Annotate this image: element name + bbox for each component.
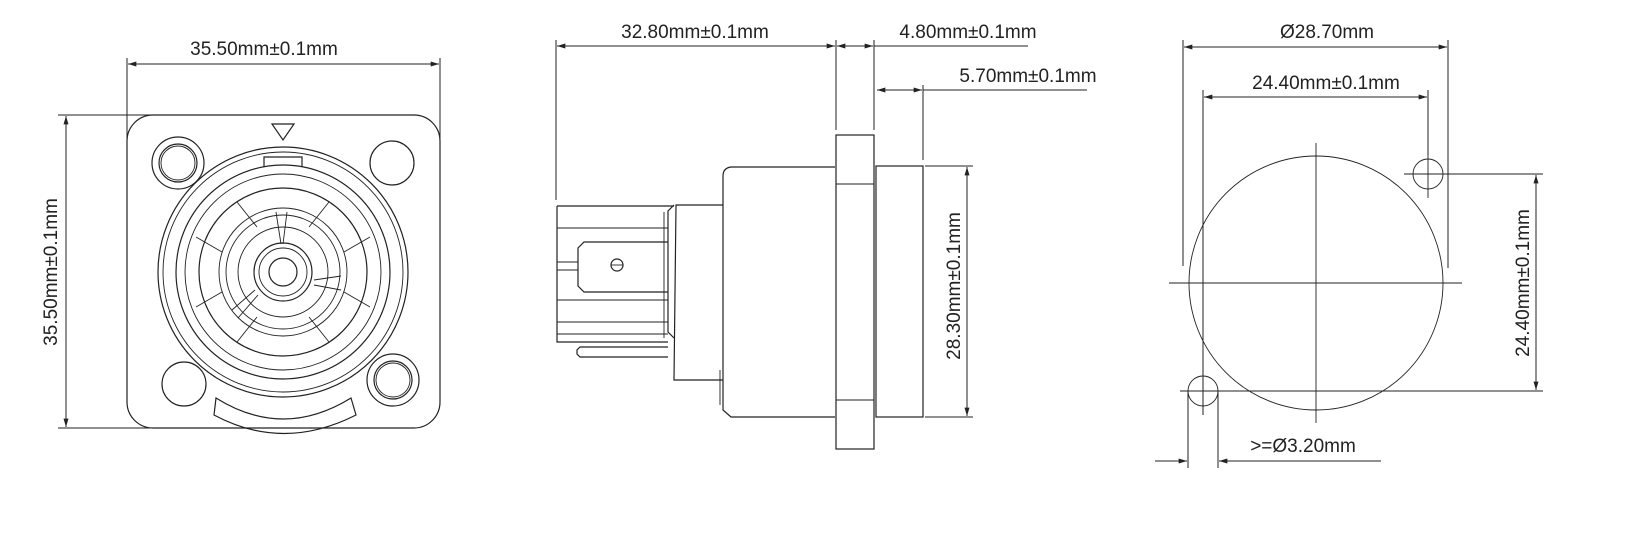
body-height-dimension: 28.30mm±0.1mm: [925, 165, 973, 418]
body-height-label: 28.30mm±0.1mm: [944, 212, 965, 360]
side-flange: [835, 134, 875, 450]
connector-neck: [673, 204, 723, 381]
mounting-hole-bottom-left: [161, 361, 207, 407]
height-dimension: 35.50mm±0.1mm: [41, 114, 156, 429]
hole-spacing-v-label: 24.40mm±0.1mm: [1513, 209, 1534, 357]
hole-spacing-h-label: 24.40mm±0.1mm: [1252, 73, 1400, 94]
lower-pin: [576, 346, 668, 358]
height-label: 35.50mm±0.1mm: [41, 198, 62, 346]
flange-label: 4.80mm±0.1mm: [899, 22, 1036, 43]
latch-notch: [263, 156, 303, 167]
width-label: 35.50mm±0.1mm: [190, 39, 338, 60]
diameter-label: Ø28.70mm: [1280, 22, 1374, 43]
main-body: [722, 166, 835, 418]
mounting-hole-top-right: [369, 140, 415, 186]
orientation-triangle-icon: [270, 123, 296, 142]
panel-cutout-view: Ø28.70mm 24.40mm±0.1mm 24.40mm±0.1mm >=Ø…: [1155, 22, 1543, 468]
hole-spacing-vertical-dimension: 24.40mm±0.1mm: [1226, 173, 1543, 392]
mounting-hole-bottom-right: [366, 353, 420, 407]
socket-face: [157, 146, 409, 398]
hole-spacing-horizontal-dimension: 24.40mm±0.1mm: [1202, 73, 1429, 415]
front-depth-label: 5.70mm±0.1mm: [959, 66, 1096, 87]
diameter-dimension: Ø28.70mm: [1182, 22, 1449, 268]
side-view: 32.80mm±0.1mm 4.80mm±0.1mm 5.70mm±0.1mm …: [555, 22, 1097, 450]
hole-diameter-dimension: >=Ø3.20mm: [1155, 391, 1381, 468]
rear-block: [556, 204, 675, 343]
length-label: 32.80mm±0.1mm: [621, 22, 769, 43]
front-view: 35.50mm±0.1mm 35.50mm±0.1mm: [41, 39, 441, 434]
width-dimension: 35.50mm±0.1mm: [126, 39, 441, 146]
front-body: [875, 165, 924, 418]
hole-diameter-label: >=Ø3.20mm: [1250, 436, 1356, 457]
length-dimension: 32.80mm±0.1mm: [555, 22, 837, 200]
flange-outline: [126, 114, 441, 429]
front-depth-dimension: 5.70mm±0.1mm: [876, 66, 1097, 160]
solder-tab: [577, 241, 668, 293]
bottom-slot: [213, 396, 357, 434]
mounting-hole-top-left: [151, 136, 205, 190]
flange-dimension: 4.80mm±0.1mm: [836, 22, 1037, 130]
